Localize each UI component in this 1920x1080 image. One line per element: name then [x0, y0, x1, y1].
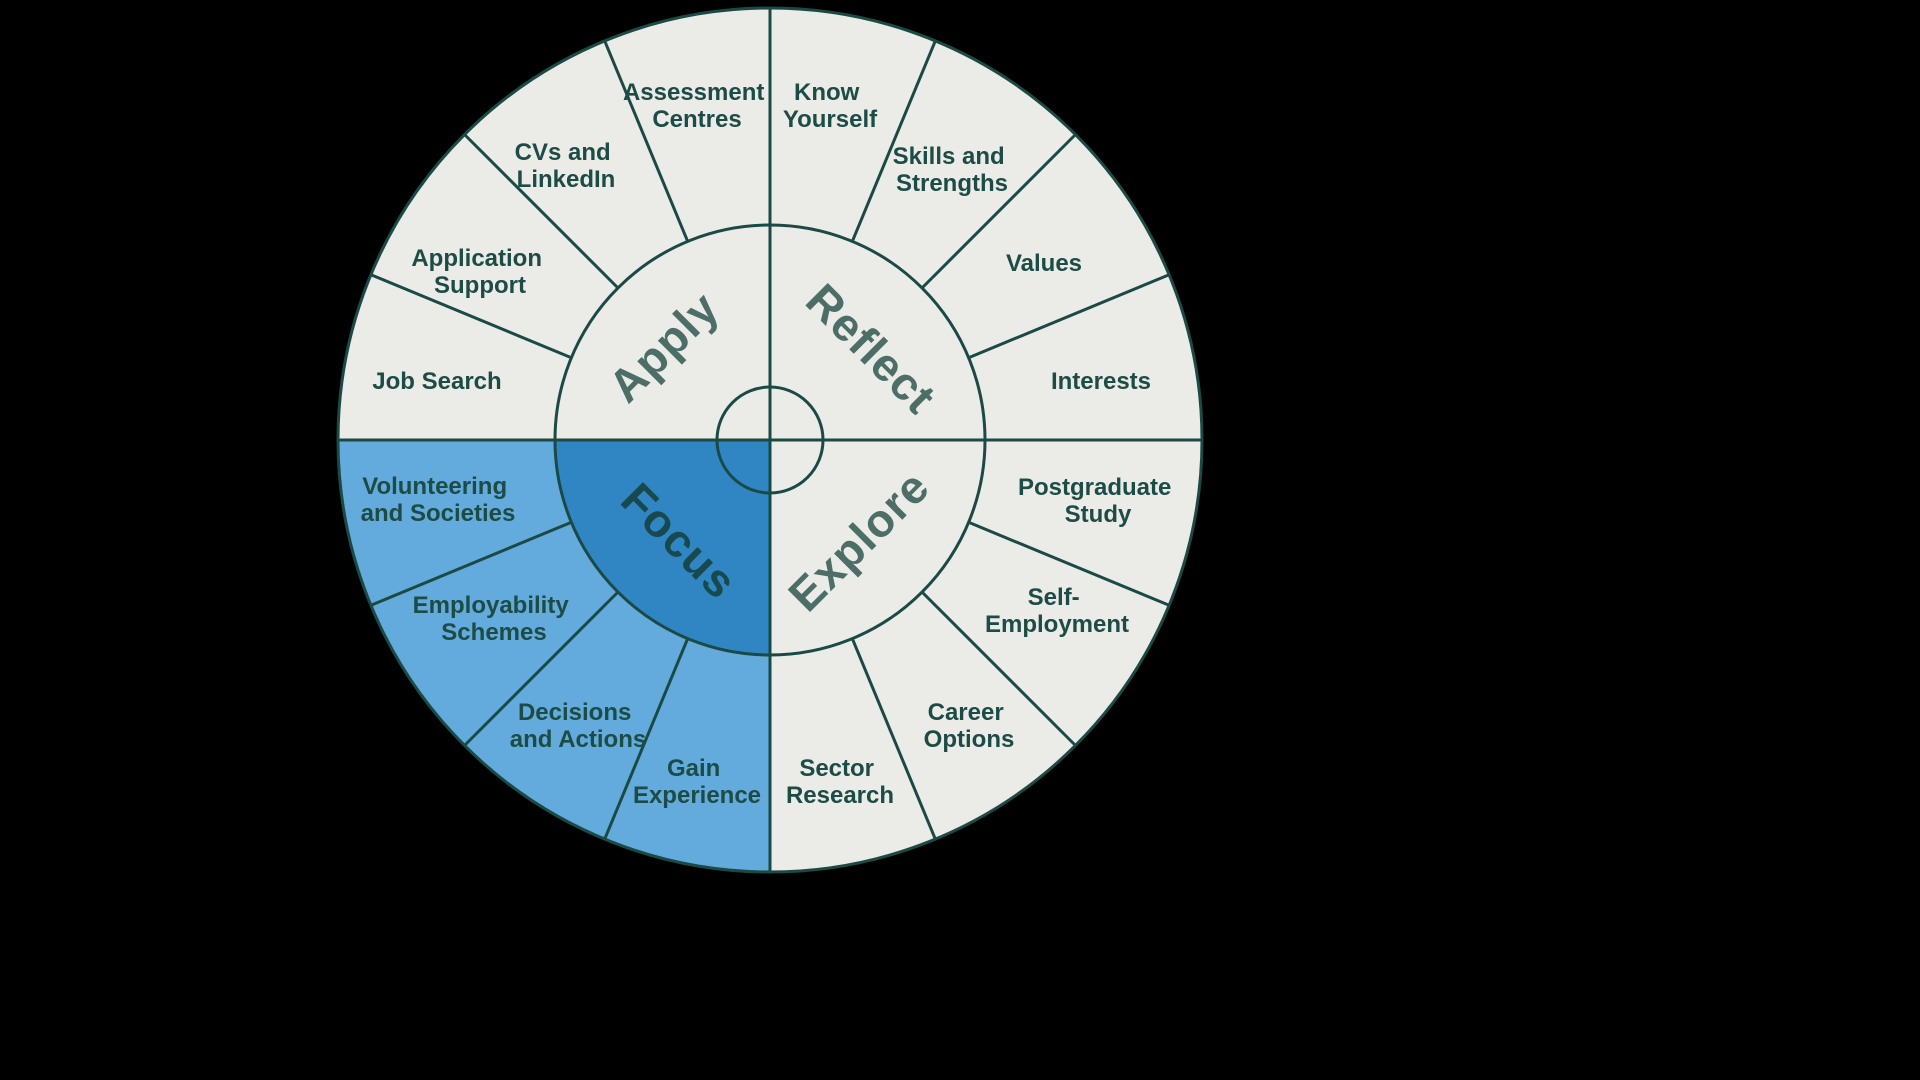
segment-label-line: Job Search: [372, 368, 501, 395]
segment-label-line: Assessment: [623, 79, 764, 106]
segment-dividers: [370, 40, 1170, 840]
svg-text:Postgraduate Study: Postgraduate Study: [1018, 474, 1178, 528]
divider-line: [603, 40, 690, 242]
segment-label-line: LinkedIn: [517, 166, 616, 193]
segment-employability-schemes[interactable]: Employability Schemes: [413, 592, 576, 646]
divider-line: [850, 638, 937, 840]
segment-label-line: and Actions: [510, 726, 646, 753]
segment-label-line: Options: [924, 726, 1015, 753]
segment-label-line: Self-: [1028, 584, 1080, 611]
divider-line: [370, 273, 572, 360]
divider-line: [463, 133, 620, 290]
divider-line: [370, 520, 572, 607]
center-hub: [715, 385, 825, 495]
segment-label-line: Centres: [652, 106, 741, 133]
divider-line: [968, 273, 1170, 360]
segment-application-support[interactable]: Application Support: [411, 245, 548, 299]
segment-label-line: Career: [928, 699, 1004, 726]
segment-label-line: and Societies: [361, 500, 516, 527]
segment-job-search[interactable]: Job Search: [372, 368, 501, 395]
divider-line: [968, 520, 1170, 607]
segment-values[interactable]: Values: [1006, 250, 1082, 277]
segment-label-line: Support: [434, 272, 526, 299]
segment-label-line: CVs and: [515, 139, 611, 166]
segment-label-line: Schemes: [441, 619, 546, 646]
focus-quadrant-inner-fill[interactable]: [555, 440, 770, 655]
segment-label-line: Yourself: [783, 106, 878, 133]
divider-line: [463, 590, 620, 747]
segment-label-line: Know: [794, 79, 860, 106]
svg-text:Sector Research: Sector Research: [786, 755, 894, 809]
svg-text:Self- Employment: Self- Employment: [985, 584, 1129, 638]
segment-know-yourself[interactable]: Know Yourself: [783, 79, 878, 133]
segment-label-line: Study: [1065, 501, 1132, 528]
segment-label-line: Volunteering: [362, 473, 507, 500]
svg-text:Values: Values: [1006, 250, 1082, 277]
svg-text:Employability Schemes: Employability Schemes: [413, 592, 576, 646]
divider-line: [850, 40, 937, 242]
svg-text:Application Support: Application Support: [411, 245, 548, 299]
segment-label-line: Decisions: [518, 699, 631, 726]
segment-label-line: Research: [786, 782, 894, 809]
segment-label-line: Strengths: [896, 170, 1008, 197]
divider-line: [603, 638, 690, 840]
segment-self-employment[interactable]: Self- Employment: [985, 584, 1129, 638]
svg-text:Job Search: Job Search: [372, 368, 501, 395]
segment-label-line: Employment: [985, 611, 1129, 638]
svg-text:Know Yourself: Know Yourself: [783, 79, 878, 133]
divider-line: [920, 133, 1077, 290]
segment-assessment-centres[interactable]: Assessment Centres: [623, 79, 771, 133]
segment-gain-experience[interactable]: Gain Experience: [633, 755, 761, 809]
segment-volunteering-and-societies[interactable]: Volunteering and Societies: [361, 473, 516, 527]
segment-interests[interactable]: Interests: [1051, 368, 1151, 395]
svg-text:Interests: Interests: [1051, 368, 1151, 395]
svg-text:Assessment Centres: Assessment Centres: [623, 79, 771, 133]
svg-text:Career Options: Career Options: [924, 699, 1015, 753]
segment-label-line: Skills and: [893, 143, 1005, 170]
segment-label-line: Application: [411, 245, 542, 272]
segment-label-line: Values: [1006, 250, 1082, 277]
segment-skills-and-strengths[interactable]: Skills and Strengths: [893, 143, 1012, 197]
segment-label-line: Postgraduate: [1018, 474, 1171, 501]
svg-text:Skills and Strengths: Skills and Strengths: [893, 143, 1012, 197]
segment-label-line: Interests: [1051, 368, 1151, 395]
segment-postgraduate-study[interactable]: Postgraduate Study: [1018, 474, 1178, 528]
segment-decisions-and-actions[interactable]: Decisions and Actions: [510, 699, 646, 753]
segment-sector-research[interactable]: Sector Research: [786, 755, 894, 809]
segment-label-line: Gain: [667, 755, 720, 782]
segment-career-options[interactable]: Career Options: [924, 699, 1015, 753]
segment-cvs-and-linkedin[interactable]: CVs and LinkedIn: [515, 139, 618, 193]
svg-text:CVs and LinkedIn: CVs and LinkedIn: [515, 139, 618, 193]
segment-label-line: Employability: [413, 592, 570, 619]
svg-text:Volunteering and Socie: Volunteering and Societies: [361, 473, 516, 527]
segment-label-line: Experience: [633, 782, 761, 809]
svg-text:Decisions and Actions: Decisions and Actions: [510, 699, 646, 753]
segment-label-line: Sector: [799, 755, 874, 782]
divider-line: [920, 590, 1077, 747]
svg-text:Gain Experience: Gain Experience: [633, 755, 761, 809]
